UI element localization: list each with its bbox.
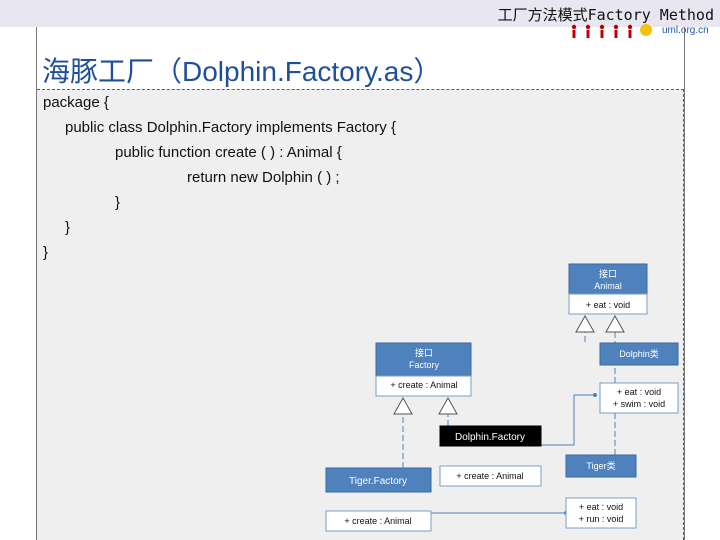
realization-arrowhead (393, 396, 413, 415)
class-body (565, 497, 637, 529)
class-animal: 接口 Animal + eat : void (568, 263, 648, 315)
class-name: Dolphin类 (619, 348, 659, 359)
top-bar (0, 0, 720, 27)
realization-arrowhead (438, 396, 458, 415)
class-member: + run : void (579, 514, 624, 524)
class-header (565, 454, 637, 478)
code-line-1: package { (43, 94, 109, 111)
code-line-5: } (115, 194, 121, 211)
slide-top-title: 工厂方法模式Factory Method (497, 6, 714, 24)
class-name: Factory (409, 360, 440, 370)
class-name: Dolphin.Factory (455, 432, 525, 443)
dolphinfactory-dolphin-association (541, 394, 595, 446)
class-tiger-factory: Tiger.Factory + create : Animal (325, 467, 432, 532)
class-body (599, 382, 679, 414)
class-stereotype: 接口 (415, 347, 433, 358)
class-body (568, 293, 648, 315)
class-member: + eat : void (617, 387, 661, 397)
class-header (599, 342, 679, 366)
class-dolphin: Dolphin类 + eat : void + swim : void (599, 342, 679, 414)
class-member: + eat : void (579, 502, 623, 512)
class-header (325, 467, 432, 493)
class-member: + eat : void (586, 300, 630, 310)
code-line-4: return new Dolphin ( ) ; (187, 169, 340, 186)
class-factory: 接口 Factory + create : Animal (375, 342, 472, 397)
class-header (568, 263, 648, 295)
realization-arrowhead (575, 314, 595, 333)
slide-right-border (684, 27, 685, 540)
class-body (375, 375, 472, 397)
realization-arrowhead (605, 314, 625, 333)
class-member: + swim : void (613, 399, 665, 409)
class-dolphin-factory: Dolphin.Factory + create : Animal (439, 425, 542, 487)
class-member: + create : Animal (456, 471, 523, 481)
class-body (439, 465, 542, 487)
code-line-2: public class Dolphin.Factory implements … (65, 119, 396, 136)
code-line-3: public function create ( ) : Animal { (115, 144, 342, 161)
association-endpoint (593, 393, 597, 397)
class-header (439, 425, 542, 447)
class-member: + create : Animal (390, 380, 457, 390)
slide-heading: 海豚工厂（Dolphin.Factory.as） (42, 56, 442, 87)
logo-people-icon (571, 24, 652, 38)
code-line-7: } (43, 244, 49, 261)
slide-left-border (36, 27, 37, 540)
class-name: Tiger.Factory (349, 476, 407, 487)
code-line-6: } (65, 219, 71, 236)
logo-text: uml.org.cn (662, 25, 709, 36)
class-header (375, 342, 472, 377)
class-name: Tiger类 (586, 460, 615, 471)
class-member: + create : Animal (344, 516, 411, 526)
class-name: Animal (594, 281, 622, 291)
class-stereotype: 接口 (599, 268, 617, 279)
class-body (325, 510, 432, 532)
class-tiger: Tiger类 + eat : void + run : void (565, 454, 637, 529)
